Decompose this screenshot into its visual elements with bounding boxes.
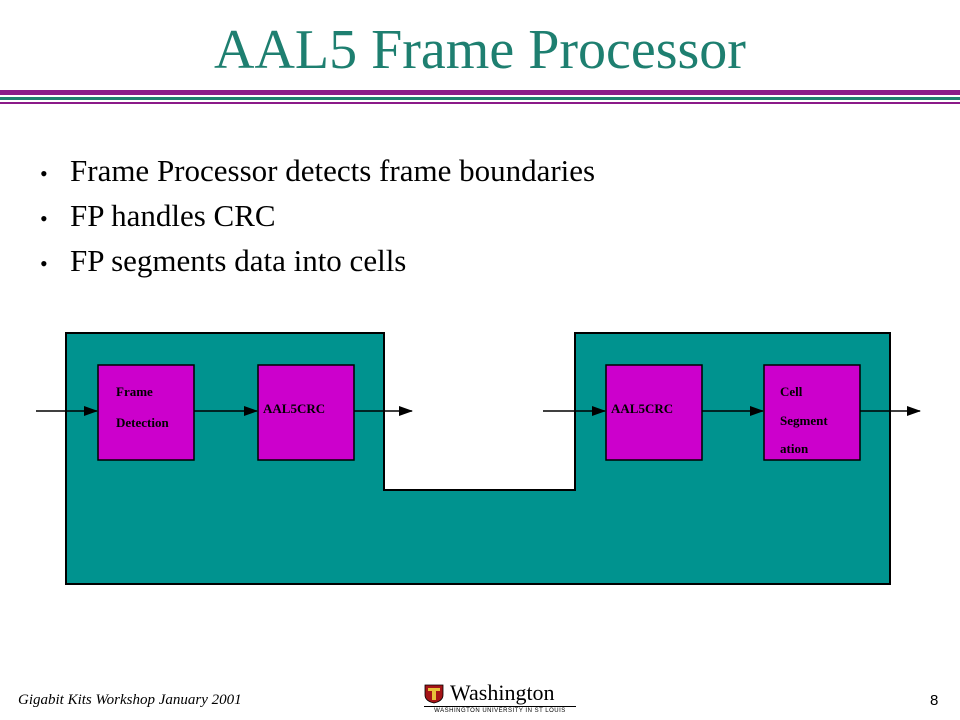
washington-university-logo: Washington WASHINGTON UNIVERSITY IN ST L… xyxy=(424,680,576,716)
aal5crc-block-left xyxy=(257,364,355,461)
bullet-list: • Frame Processor detects frame boundari… xyxy=(40,150,595,285)
bullet-item: • FP handles CRC xyxy=(40,195,595,240)
title-rule-purple xyxy=(0,90,960,95)
bullet-item: • Frame Processor detects frame boundari… xyxy=(40,150,595,195)
bullet-text: FP segments data into cells xyxy=(70,243,407,278)
aal5crc-block-right xyxy=(605,364,703,461)
aal5crc-right-label: AAL5CRC xyxy=(611,401,673,416)
bullet-text: FP handles CRC xyxy=(70,198,276,233)
footer-event-text: Gigabit Kits Workshop January 2001 xyxy=(18,692,242,708)
title-rule-purple-thin xyxy=(0,102,960,104)
aal5crc-left-label: AAL5CRC xyxy=(263,401,325,416)
bullet-dot-icon: • xyxy=(40,251,48,276)
bullet-item: • FP segments data into cells xyxy=(40,240,595,285)
frame-detection-block xyxy=(97,364,195,461)
frame-detection-label-line2: Detection xyxy=(116,415,169,430)
university-shield-icon xyxy=(424,684,444,704)
cell-segmentation-label-line1: Cell xyxy=(780,384,803,399)
title-rule-teal xyxy=(0,97,960,100)
cell-segmentation-block xyxy=(763,364,861,461)
bullet-dot-icon: • xyxy=(40,161,48,186)
bullet-text: Frame Processor detects frame boundaries xyxy=(70,153,596,188)
page-number: 8 xyxy=(930,692,939,709)
frame-detection-label-line1: Frame xyxy=(116,384,153,399)
slide-title: AAL5 Frame Processor xyxy=(214,19,746,81)
logo-wordmark: Washington xyxy=(450,680,555,705)
cell-segmentation-label-line3: ation xyxy=(780,441,809,456)
bullet-dot-icon: • xyxy=(40,206,48,231)
logo-subline: WASHINGTON UNIVERSITY IN ST LOUIS xyxy=(424,706,576,714)
cell-segmentation-label-line2: Segment xyxy=(780,413,828,428)
